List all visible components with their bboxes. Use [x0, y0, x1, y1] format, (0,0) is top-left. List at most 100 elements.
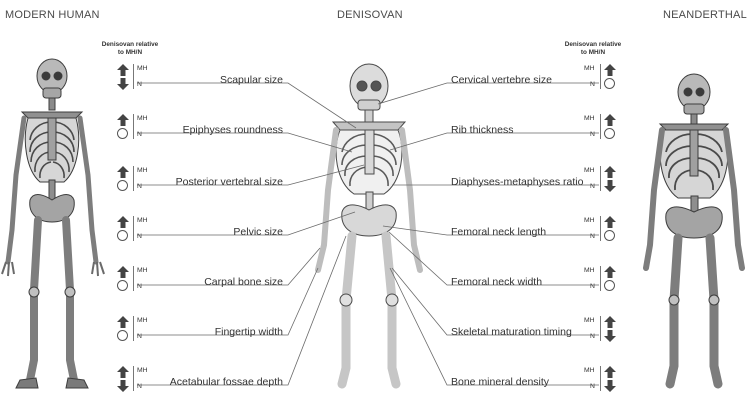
indicator-divider	[133, 216, 134, 241]
mh-comparison-up-arrow-icon	[604, 366, 616, 378]
indicator-divider	[600, 316, 601, 341]
indicator-divider	[133, 316, 134, 341]
trait-indicator: MH N	[584, 165, 620, 193]
mh-comparison-up-arrow-icon	[117, 316, 129, 328]
mh-comparison-up-arrow-icon	[604, 266, 616, 278]
n-comparison-circle-icon	[117, 230, 128, 241]
n-label: N	[137, 183, 142, 191]
mh-comparison-up-arrow-icon	[604, 216, 616, 228]
indicator-divider	[133, 266, 134, 291]
trait-indicator: MH N	[115, 315, 151, 343]
indicator-divider	[133, 366, 134, 391]
trait-indicator: MH N	[115, 113, 151, 141]
indicator-divider	[600, 114, 601, 139]
trait-indicator: MH N	[584, 265, 620, 293]
n-comparison-circle-icon	[604, 280, 615, 291]
n-comparison-circle-icon	[117, 180, 128, 191]
mh-label: MH	[137, 267, 148, 275]
n-label: N	[137, 131, 142, 139]
n-label: N	[590, 183, 595, 191]
trait-label: Scapular size	[220, 74, 283, 86]
trait-label: Skeletal maturation timing	[451, 326, 572, 338]
trait-indicator: MH N	[115, 215, 151, 243]
denisovan-skeleton	[318, 64, 420, 384]
mh-label: MH	[584, 167, 595, 175]
n-comparison-down-arrow-icon	[604, 380, 616, 392]
trait-indicator: MH N	[584, 63, 620, 91]
n-label: N	[137, 383, 142, 391]
mh-comparison-up-arrow-icon	[604, 166, 616, 178]
mh-label: MH	[137, 65, 148, 73]
n-label: N	[590, 283, 595, 291]
mh-label: MH	[137, 115, 148, 123]
mh-label: MH	[584, 267, 595, 275]
modern-human-skeleton	[2, 59, 104, 388]
mh-comparison-up-arrow-icon	[117, 114, 129, 126]
n-label: N	[590, 81, 595, 89]
n-comparison-down-arrow-icon	[604, 180, 616, 192]
trait-label: Carpal bone size	[204, 276, 283, 288]
n-comparison-circle-icon	[604, 128, 615, 139]
trait-label: Fingertip width	[215, 326, 283, 338]
n-label: N	[590, 233, 595, 241]
indicator-divider	[600, 216, 601, 241]
mh-label: MH	[584, 367, 595, 375]
n-label: N	[590, 333, 595, 341]
mh-comparison-up-arrow-icon	[117, 64, 129, 76]
trait-indicator: MH N	[584, 215, 620, 243]
indicator-divider	[133, 64, 134, 89]
indicator-divider	[600, 166, 601, 191]
mh-label: MH	[584, 65, 595, 73]
trait-indicator: MH N	[115, 63, 151, 91]
mh-comparison-up-arrow-icon	[117, 366, 129, 378]
indicator-divider	[133, 166, 134, 191]
mh-label: MH	[137, 317, 148, 325]
n-comparison-circle-icon	[604, 78, 615, 89]
n-comparison-circle-icon	[117, 280, 128, 291]
mh-label: MH	[137, 217, 148, 225]
indicator-divider	[600, 64, 601, 89]
trait-indicator: MH N	[115, 165, 151, 193]
trait-indicator: MH N	[584, 113, 620, 141]
indicator-divider	[133, 114, 134, 139]
mh-label: MH	[584, 115, 595, 123]
trait-label: Cervical vertebre size	[451, 74, 552, 86]
n-comparison-down-arrow-icon	[117, 380, 129, 392]
trait-indicator: MH N	[115, 265, 151, 293]
indicator-divider	[600, 266, 601, 291]
n-label: N	[137, 81, 142, 89]
mh-comparison-up-arrow-icon	[604, 114, 616, 126]
trait-indicator: MH N	[115, 365, 151, 393]
n-comparison-down-arrow-icon	[117, 78, 129, 90]
mh-comparison-up-arrow-icon	[604, 64, 616, 76]
indicator-divider	[600, 366, 601, 391]
mh-label: MH	[137, 367, 148, 375]
neanderthal-skeleton	[646, 74, 742, 384]
n-label: N	[590, 131, 595, 139]
mh-comparison-up-arrow-icon	[604, 316, 616, 328]
n-label: N	[137, 283, 142, 291]
trait-label: Bone mineral density	[451, 376, 549, 388]
mh-comparison-up-arrow-icon	[117, 216, 129, 228]
trait-label: Diaphyses-metaphyses ratio	[451, 176, 583, 188]
trait-label: Posterior vertebral size	[176, 176, 283, 188]
n-comparison-circle-icon	[604, 230, 615, 241]
trait-label: Femoral neck length	[451, 226, 546, 238]
mh-comparison-up-arrow-icon	[117, 266, 129, 278]
mh-label: MH	[584, 317, 595, 325]
n-comparison-circle-icon	[117, 330, 128, 341]
trait-label: Acetabular fossae depth	[170, 376, 283, 388]
n-comparison-circle-icon	[117, 128, 128, 139]
trait-label: Epiphyses roundness	[183, 124, 283, 136]
n-comparison-down-arrow-icon	[604, 330, 616, 342]
n-label: N	[137, 233, 142, 241]
trait-label: Pelvic size	[233, 226, 283, 238]
mh-label: MH	[584, 217, 595, 225]
mh-label: MH	[137, 167, 148, 175]
trait-label: Rib thickness	[451, 124, 513, 136]
mh-comparison-up-arrow-icon	[117, 166, 129, 178]
trait-label: Femoral neck width	[451, 276, 542, 288]
n-label: N	[137, 333, 142, 341]
